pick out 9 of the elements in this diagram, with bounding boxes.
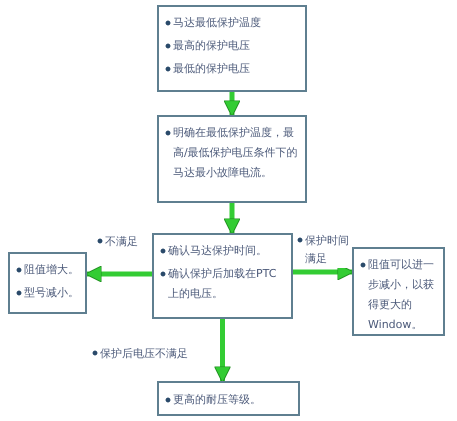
process-box [152, 233, 293, 319]
arrow [224, 203, 240, 236]
arrow [214, 319, 231, 384]
process-box [352, 247, 445, 336]
process-box [157, 381, 300, 416]
process-box [157, 115, 307, 203]
process-box [157, 5, 307, 92]
arrow [224, 92, 240, 118]
process-box [8, 252, 87, 314]
